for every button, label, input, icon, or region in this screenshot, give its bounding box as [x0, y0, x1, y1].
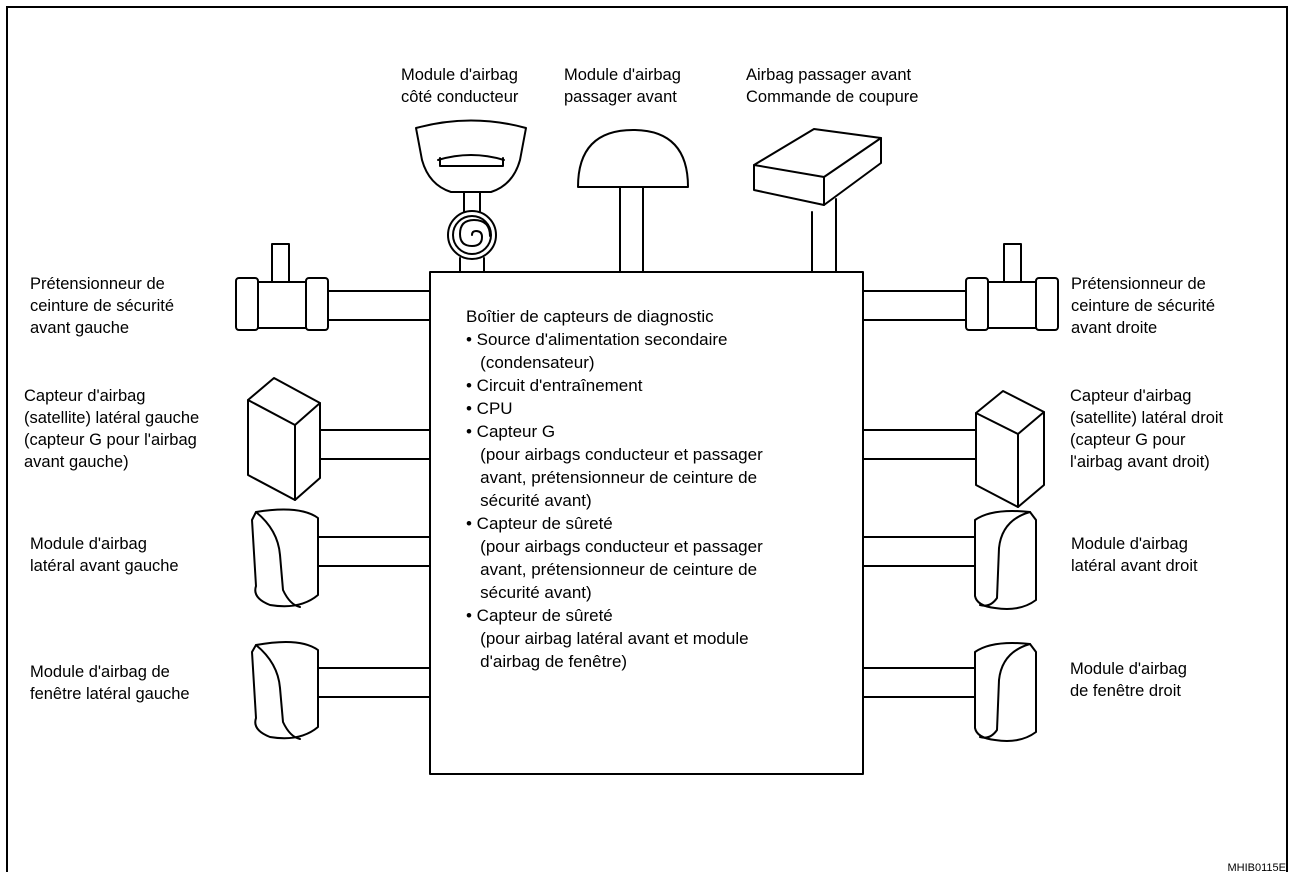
connector-lines — [317, 186, 977, 698]
label-satellite-sensor-left: Capteur d'airbag (satellite) latéral gau… — [24, 387, 200, 471]
diagram-frame — [6, 6, 1288, 872]
label-pretensioner-left: Prétensionneur de ceinture de sécurité a… — [30, 275, 174, 337]
sensor-unit-title: Boîtier de capteurs de diagnostic — [466, 307, 714, 326]
label-side-module-left: Module d'airbag latéral avant gauche — [30, 535, 179, 575]
label-passenger-module: Module d'airbag passager avant — [564, 66, 681, 106]
side-airbag-module-right-icon — [974, 510, 1037, 610]
pretensioner-left-icon — [235, 243, 329, 331]
spiral-cable-icon — [447, 210, 497, 260]
sensor-unit-item: • Capteur de sûreté (pour airbag latéral… — [466, 606, 749, 671]
cutoff-switch-icon — [753, 128, 882, 206]
sensor-unit-item: • Circuit d'entraînement — [466, 376, 643, 395]
label-side-module-right: Module d'airbag latéral avant droit — [1071, 535, 1198, 575]
sensor-unit-item: • Capteur de sûreté (pour airbags conduc… — [466, 514, 763, 602]
pretensioner-right-icon — [965, 243, 1059, 331]
label-satellite-sensor-right: Capteur d'airbag (satellite) latéral dro… — [1070, 387, 1224, 471]
window-airbag-module-left-icon — [251, 641, 319, 740]
label-window-module-right: Module d'airbag de fenêtre droit — [1070, 660, 1187, 700]
satellite-sensor-left-icon — [247, 377, 321, 501]
label-pretensioner-right: Prétensionneur de ceinture de sécurité a… — [1071, 275, 1215, 337]
sensor-unit-item: • CPU — [466, 399, 513, 418]
side-airbag-module-left-icon — [251, 508, 319, 608]
sensor-unit-description: Boîtier de capteurs de diagnostic • Sour… — [466, 305, 763, 673]
figure-reference-code: MHIB0115E — [1227, 862, 1287, 874]
passenger-airbag-module-icon — [577, 129, 689, 188]
diagnosis-sensor-unit-box — [429, 271, 864, 775]
label-passenger-cutoff-switch: Airbag passager avant Commande de coupur… — [746, 66, 919, 106]
sensor-unit-item: • Source d'alimentation secondaire (cond… — [466, 330, 728, 372]
window-airbag-module-right-icon — [974, 642, 1037, 742]
driver-airbag-module-icon — [415, 119, 527, 215]
label-driver-module: Module d'airbag côté conducteur — [401, 66, 519, 106]
sensor-unit-item: • Capteur G (pour airbags conducteur et … — [466, 422, 763, 510]
satellite-sensor-right-icon — [975, 390, 1045, 508]
label-window-module-left: Module d'airbag de fenêtre latéral gauch… — [30, 663, 190, 703]
